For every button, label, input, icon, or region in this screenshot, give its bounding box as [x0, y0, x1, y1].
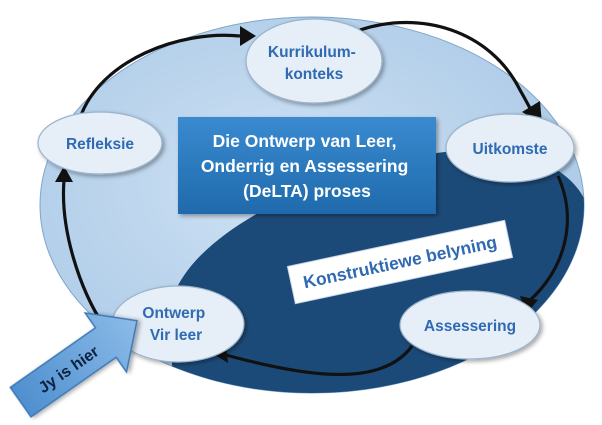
center-title-line-2: Onderrig en Assessering: [201, 156, 408, 176]
node-ontwerp: Ontwerp Vir leer: [111, 285, 245, 363]
arrow-uitkomste-to-assessering: [526, 175, 569, 304]
node-kurrikulum-line-2: konteks: [285, 66, 344, 83]
arrow-assessering-to-ontwerp: [221, 345, 414, 377]
arrow-heads: [55, 26, 542, 363]
arrowhead-kurrikulum: [240, 26, 256, 46]
node-uitkomste-label: Uitkomste: [473, 141, 548, 158]
arrow-refleksie-to-kurrikulum: [78, 33, 241, 119]
node-refleksie-label: Refleksie: [66, 136, 134, 153]
center-title-line-3: (DeLTA) proses: [243, 181, 371, 201]
center-title-line-1: Die Ontwerp van Leer,: [213, 131, 397, 151]
center-title-box: [178, 117, 436, 214]
svg-text:Ontwerp Vir leer: Ontwerp Vir leer: [142, 305, 209, 344]
arrow-ontwerp-to-refleksie: [61, 179, 106, 327]
node-assessering-label: Assessering: [424, 318, 516, 335]
node-ontwerp-line-1: Ontwerp: [142, 305, 205, 322]
node-refleksie: Refleksie: [37, 111, 163, 175]
node-ontwerp-line-2: Vir leer: [150, 327, 202, 344]
svg-text:Die Ontwerp van Leer, Onde: Die Ontwerp van Leer, Onderrig en Assess…: [201, 131, 413, 201]
node-kurrikulum-line-1: Kurrikulum-: [268, 44, 356, 61]
svg-text:Kurrikulum- konteks: Kurrikulum- konteks: [268, 44, 360, 83]
arrowhead-refleksie: [55, 166, 73, 182]
node-uitkomste: Uitkomste: [445, 113, 575, 183]
node-assessering: Assessering: [399, 290, 541, 360]
node-kurrikulum: Kurrikulum- konteks: [245, 18, 383, 104]
